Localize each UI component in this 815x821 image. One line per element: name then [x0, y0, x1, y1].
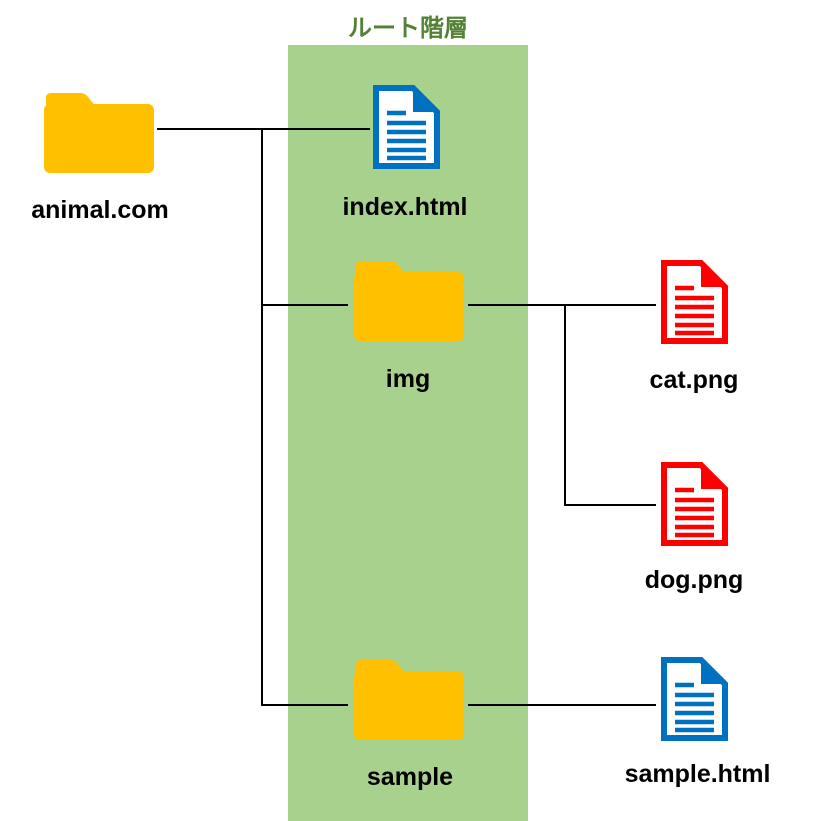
folder-icon [354, 660, 464, 740]
node-sample-html-label: sample.html [624, 760, 771, 788]
node-img-folder [348, 253, 468, 350]
connector-line [564, 304, 566, 506]
node-dog-document [656, 460, 732, 553]
connector-line [468, 704, 656, 706]
folder-icon [354, 261, 464, 341]
node-index-document [368, 83, 444, 176]
node-animal-label: animal.com [31, 196, 169, 224]
connector-line [564, 504, 656, 506]
node-dog-label: dog.png [644, 566, 744, 594]
node-cat-document [656, 258, 732, 351]
connector-line [261, 128, 263, 706]
node-sample-label: sample [366, 763, 454, 791]
html-document-icon [373, 85, 440, 169]
image-document-icon [661, 260, 728, 344]
connector-line [261, 704, 348, 706]
diagram-title: ルート階層 [348, 15, 468, 42]
node-sample-html-document [656, 655, 732, 748]
node-cat-label: cat.png [649, 366, 739, 394]
node-index-label: index.html [342, 193, 468, 221]
node-animal-folder [38, 85, 158, 182]
html-document-icon [661, 657, 728, 741]
folder-icon [44, 93, 154, 173]
connector-line [261, 304, 348, 306]
image-document-icon [661, 462, 728, 546]
node-img-label: img [385, 365, 431, 393]
connector-line [468, 304, 656, 306]
node-sample-folder [348, 652, 468, 749]
connector-line [157, 128, 370, 130]
